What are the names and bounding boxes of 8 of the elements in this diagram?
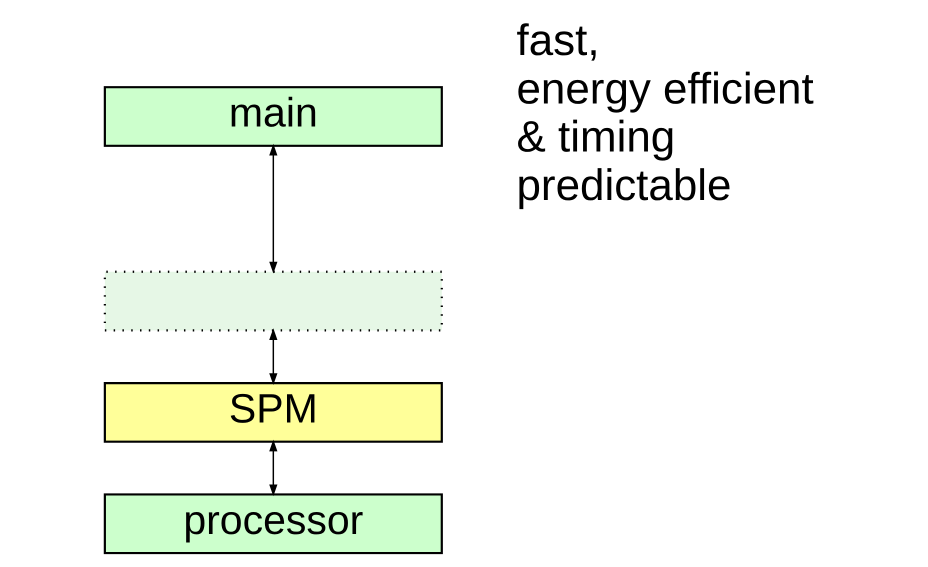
node-box: main — [103, 86, 442, 147]
node-box — [103, 270, 442, 332]
node-box: SPM — [103, 382, 442, 443]
label: fast, energy efficient & timing predictable — [516, 16, 814, 210]
node-box: processor — [103, 493, 442, 554]
arrow — [268, 440, 277, 496]
arrow — [268, 328, 277, 385]
arrow — [268, 144, 277, 274]
